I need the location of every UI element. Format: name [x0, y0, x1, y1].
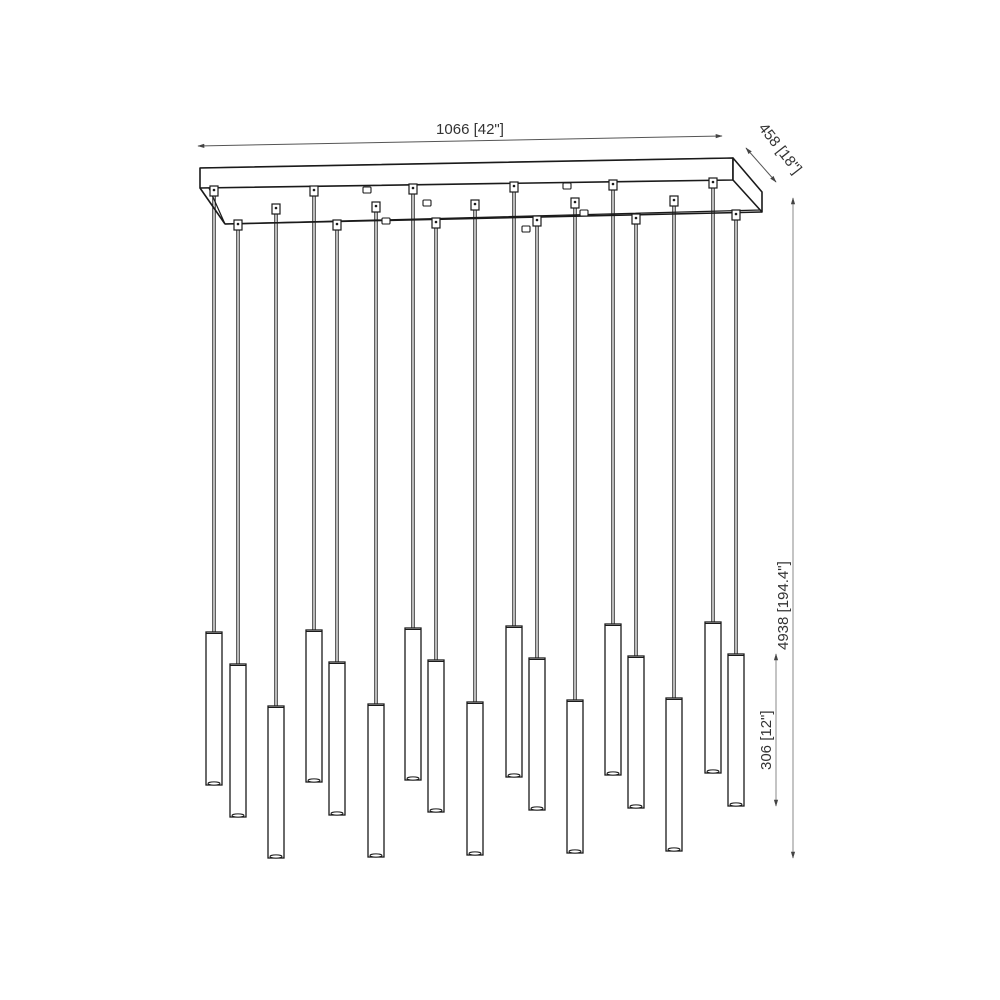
shade-tube: [427, 659, 445, 813]
pendant-11: [528, 215, 546, 811]
clip-icon: [579, 209, 589, 217]
shade-tube: [404, 627, 422, 781]
depth-dimension: 458 [18"]: [745, 120, 805, 183]
shade-tube: [205, 631, 223, 786]
shade-tube: [328, 661, 346, 816]
height-dimension: 4938 [194.4"]: [775, 197, 796, 859]
clip-icon: [381, 217, 391, 225]
pendant-13: [604, 179, 622, 776]
shade-tube: [367, 703, 385, 858]
pendant-2: [229, 219, 247, 818]
shade-height-label: 306 [12"]: [758, 710, 775, 770]
shade-tube: [305, 629, 323, 783]
clip-icon: [521, 225, 531, 233]
pendant-17: [727, 209, 745, 807]
shade-tube: [566, 699, 584, 854]
shade-tube: [627, 655, 645, 809]
clip-icon: [562, 182, 572, 190]
shade-tube: [505, 625, 523, 778]
height-label: 4938 [194.4"]: [775, 561, 792, 650]
pendant-15: [665, 195, 683, 852]
canopy: [199, 157, 763, 225]
pendant-16: [704, 177, 722, 774]
pendant-7: [404, 183, 422, 781]
shade-tube: [466, 701, 484, 856]
pendant-5: [328, 219, 346, 816]
pendant-9: [466, 199, 484, 856]
shade-height-dimension: 306 [12"]: [758, 653, 779, 807]
shade-tube: [528, 657, 546, 811]
pendant-lights: [205, 177, 745, 859]
shade-tube: [665, 697, 683, 852]
pendant-6: [367, 201, 385, 858]
pendant-10: [505, 181, 523, 778]
shade-tube: [604, 623, 622, 776]
pendant-1: [205, 185, 223, 786]
pendant-14: [627, 213, 645, 809]
shade-tube: [229, 663, 247, 818]
shade-tube: [727, 653, 745, 807]
width-label: 1066 [42"]: [436, 121, 504, 138]
cable-clips: [362, 182, 589, 233]
shade-tube: [704, 621, 722, 774]
clip-icon: [422, 199, 432, 207]
pendant-8: [427, 217, 445, 813]
width-dimension: 1066 [42"]: [197, 121, 723, 148]
pendant-12: [566, 197, 584, 854]
pendant-4: [305, 185, 323, 783]
pendant-3: [267, 203, 285, 859]
clip-icon: [362, 186, 372, 194]
shade-tube: [267, 705, 285, 859]
depth-label: 458 [18"]: [755, 120, 805, 177]
